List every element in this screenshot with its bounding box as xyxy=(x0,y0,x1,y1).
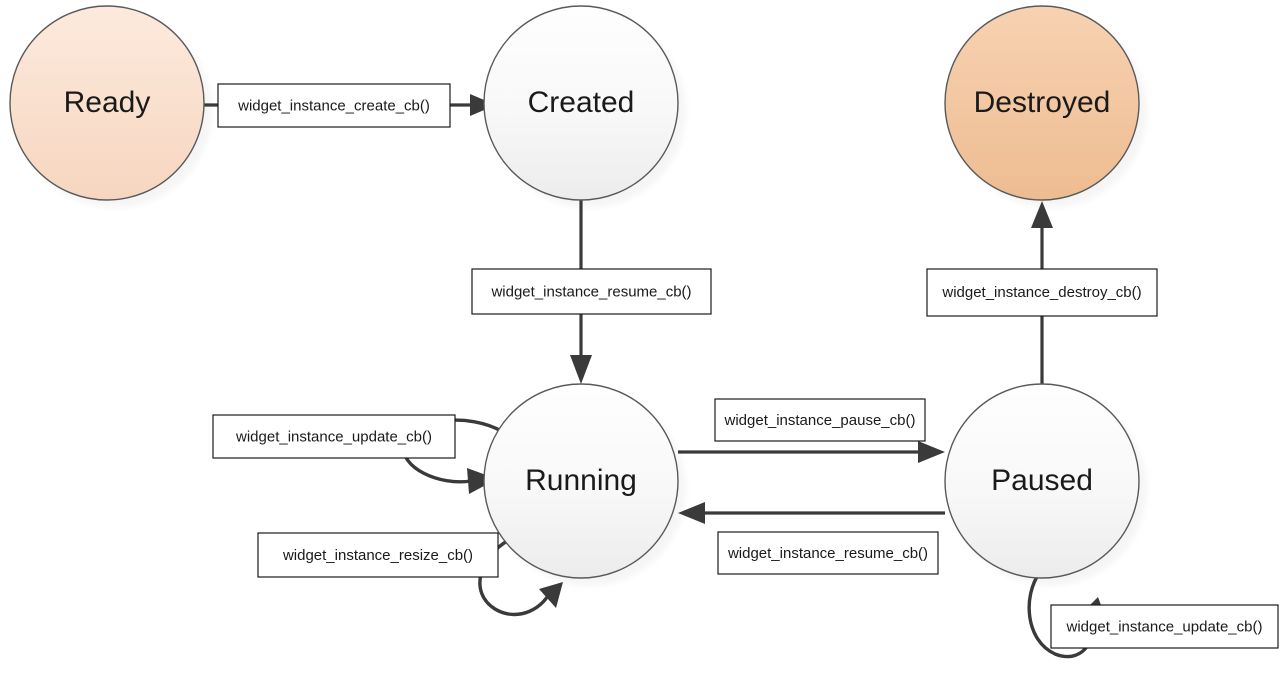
transition-destroy-arrowhead xyxy=(1031,201,1053,228)
edge-label-update-running-box xyxy=(212,414,456,459)
edge-label-resume-created-running-box xyxy=(471,268,712,315)
transition-resize-running-arrowhead xyxy=(539,582,563,608)
state-node-destroyed-circle xyxy=(944,5,1140,201)
edge-label-update-paused[interactable]: widget_instance_update_cb() xyxy=(1050,604,1279,649)
state-node-paused[interactable]: Paused xyxy=(944,383,1140,579)
edge-label-create-box xyxy=(217,83,451,128)
edge-label-pause-box xyxy=(714,398,926,442)
transition-pause[interactable] xyxy=(678,441,945,463)
transition-resume-paused-running[interactable] xyxy=(678,502,945,524)
edge-label-resize-running-box xyxy=(257,532,499,578)
edge-label-resize-running[interactable]: widget_instance_resize_cb() xyxy=(257,532,499,578)
state-node-running[interactable]: Running xyxy=(483,383,679,579)
state-node-created[interactable]: Created xyxy=(483,5,679,201)
edge-label-resume-created-running[interactable]: widget_instance_resume_cb() xyxy=(471,268,712,315)
edge-label-resume-paused-running[interactable]: widget_instance_resume_cb() xyxy=(717,531,939,575)
transition-create-arrowhead xyxy=(470,94,496,116)
edge-label-pause[interactable]: widget_instance_pause_cb() xyxy=(714,398,926,442)
state-node-ready[interactable]: Ready xyxy=(9,5,205,201)
transition-resume-paused-running-arrowhead xyxy=(678,502,705,524)
edge-label-update-paused-box xyxy=(1050,604,1279,649)
transition-pause-arrowhead xyxy=(918,441,945,463)
transition-resume-created-running-arrowhead xyxy=(570,355,592,384)
state-node-running-circle xyxy=(483,383,679,579)
state-node-paused-circle xyxy=(944,383,1140,579)
edge-label-update-running[interactable]: widget_instance_update_cb() xyxy=(212,414,456,459)
edge-label-destroy[interactable]: widget_instance_destroy_cb() xyxy=(926,268,1158,317)
state-node-ready-circle xyxy=(9,5,205,201)
state-node-created-circle xyxy=(483,5,679,201)
state-node-destroyed[interactable]: Destroyed xyxy=(944,5,1140,201)
edge-label-destroy-box xyxy=(926,268,1158,317)
edge-label-resume-paused-running-box xyxy=(717,531,939,575)
transition-update-running-arrowhead xyxy=(467,468,497,494)
edge-label-create[interactable]: widget_instance_create_cb() xyxy=(217,83,451,128)
